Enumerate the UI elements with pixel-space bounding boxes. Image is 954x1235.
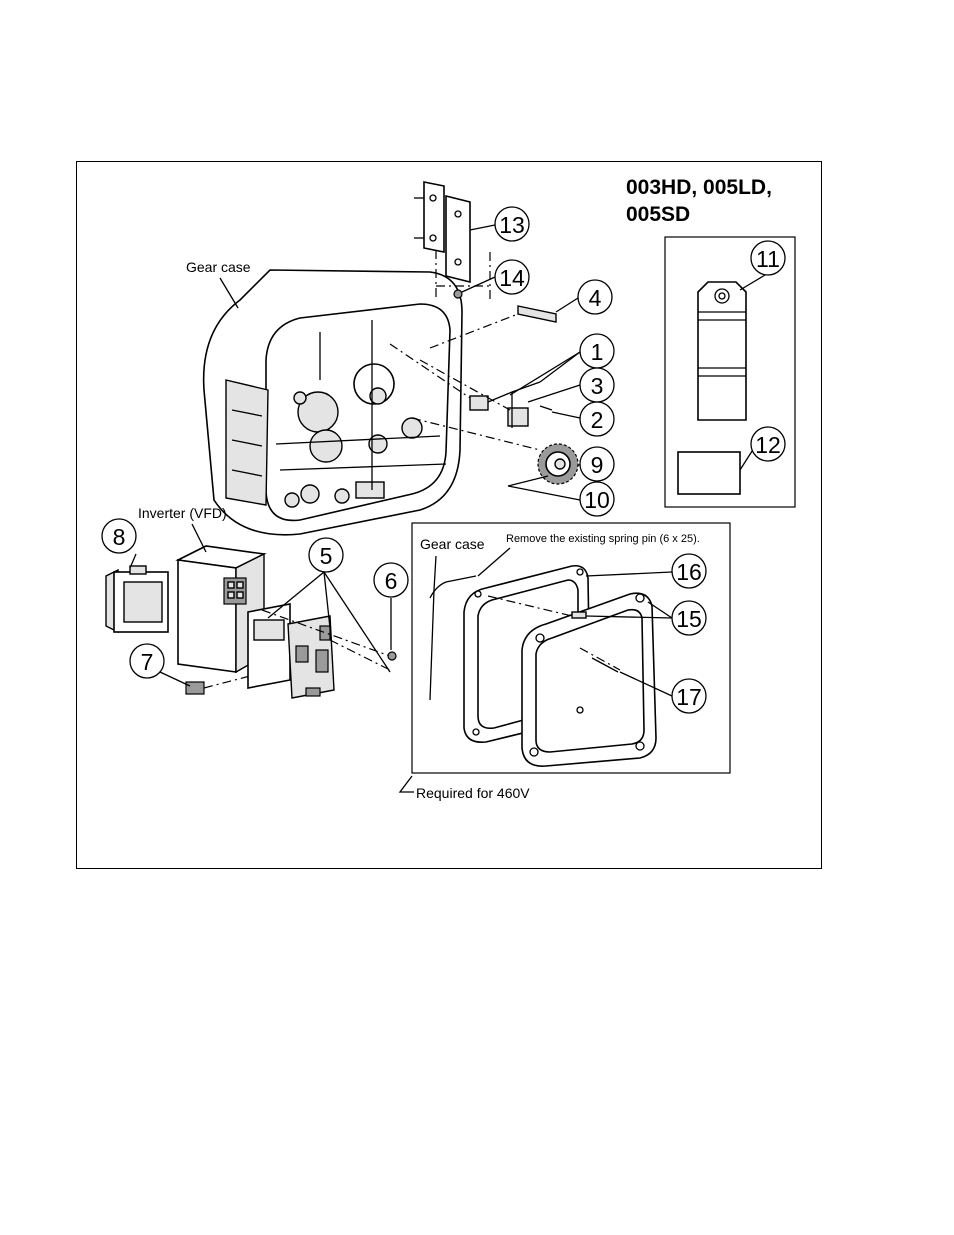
callout-12: 12 [750,426,786,462]
inverter-label: Inverter (VFD) [138,505,227,521]
model-title-line2: 005SD [626,203,690,226]
gear-9 [537,443,579,485]
svg-text:17: 17 [676,684,702,710]
svg-text:6: 6 [385,568,398,594]
callout-6: 6 [373,562,409,598]
callout-2: 2 [579,401,615,437]
svg-text:13: 13 [499,212,525,238]
svg-text:8: 8 [113,524,126,550]
inset-gear-case-edge [429,555,437,701]
callout-7: 7 [129,643,165,679]
callout-1: 1 [579,333,615,369]
callout-9: 9 [579,446,615,482]
switch-assembly [469,381,553,428]
plate-4 [517,305,557,323]
callout-17: 17 [671,678,707,714]
connector-7 [185,681,205,695]
spring-pin-note: Remove the existing spring pin (6 x 25). [506,533,700,545]
svg-text:16: 16 [676,559,702,585]
svg-text:1: 1 [591,339,604,365]
callout-8: 8 [101,518,137,554]
screw-14 [453,289,463,299]
svg-text:4: 4 [589,285,602,311]
model-title-line1: 003HD, 005LD, [626,176,772,199]
callout-14: 14 [494,259,530,295]
callout-13: 13 [494,206,530,242]
callout-3: 3 [579,367,615,403]
labels-box [664,236,796,508]
cover-plate-13 [414,181,471,284]
callout-11: 11 [750,240,786,276]
svg-text:14: 14 [499,265,525,291]
required-460v-label: Required for 460V [416,785,530,801]
spring-pin-15 [571,611,587,619]
warning-tag-11 [697,281,747,421]
svg-text:15: 15 [676,606,702,632]
svg-text:7: 7 [141,649,154,675]
callout-10: 10 [579,481,615,517]
svg-text:11: 11 [756,246,780,272]
svg-text:9: 9 [591,452,604,478]
callout-5: 5 [308,537,344,573]
gear-case-label: Gear case [186,259,251,275]
inset-gear-case-label: Gear case [420,536,485,552]
svg-text:10: 10 [584,487,610,513]
callout-4: 4 [577,279,613,315]
svg-text:12: 12 [755,432,781,458]
diagram-frame [76,161,822,869]
transformer-8 [105,565,169,634]
svg-text:3: 3 [591,373,604,399]
callout-16: 16 [671,553,707,589]
callout-15: 15 [671,600,707,636]
screw-6 [387,651,397,661]
inset-460v-box [411,522,731,774]
svg-text:2: 2 [591,407,604,433]
svg-text:5: 5 [320,543,333,569]
gear-case [202,269,463,536]
circuit-board-5 [247,603,335,699]
label-12 [677,451,741,495]
